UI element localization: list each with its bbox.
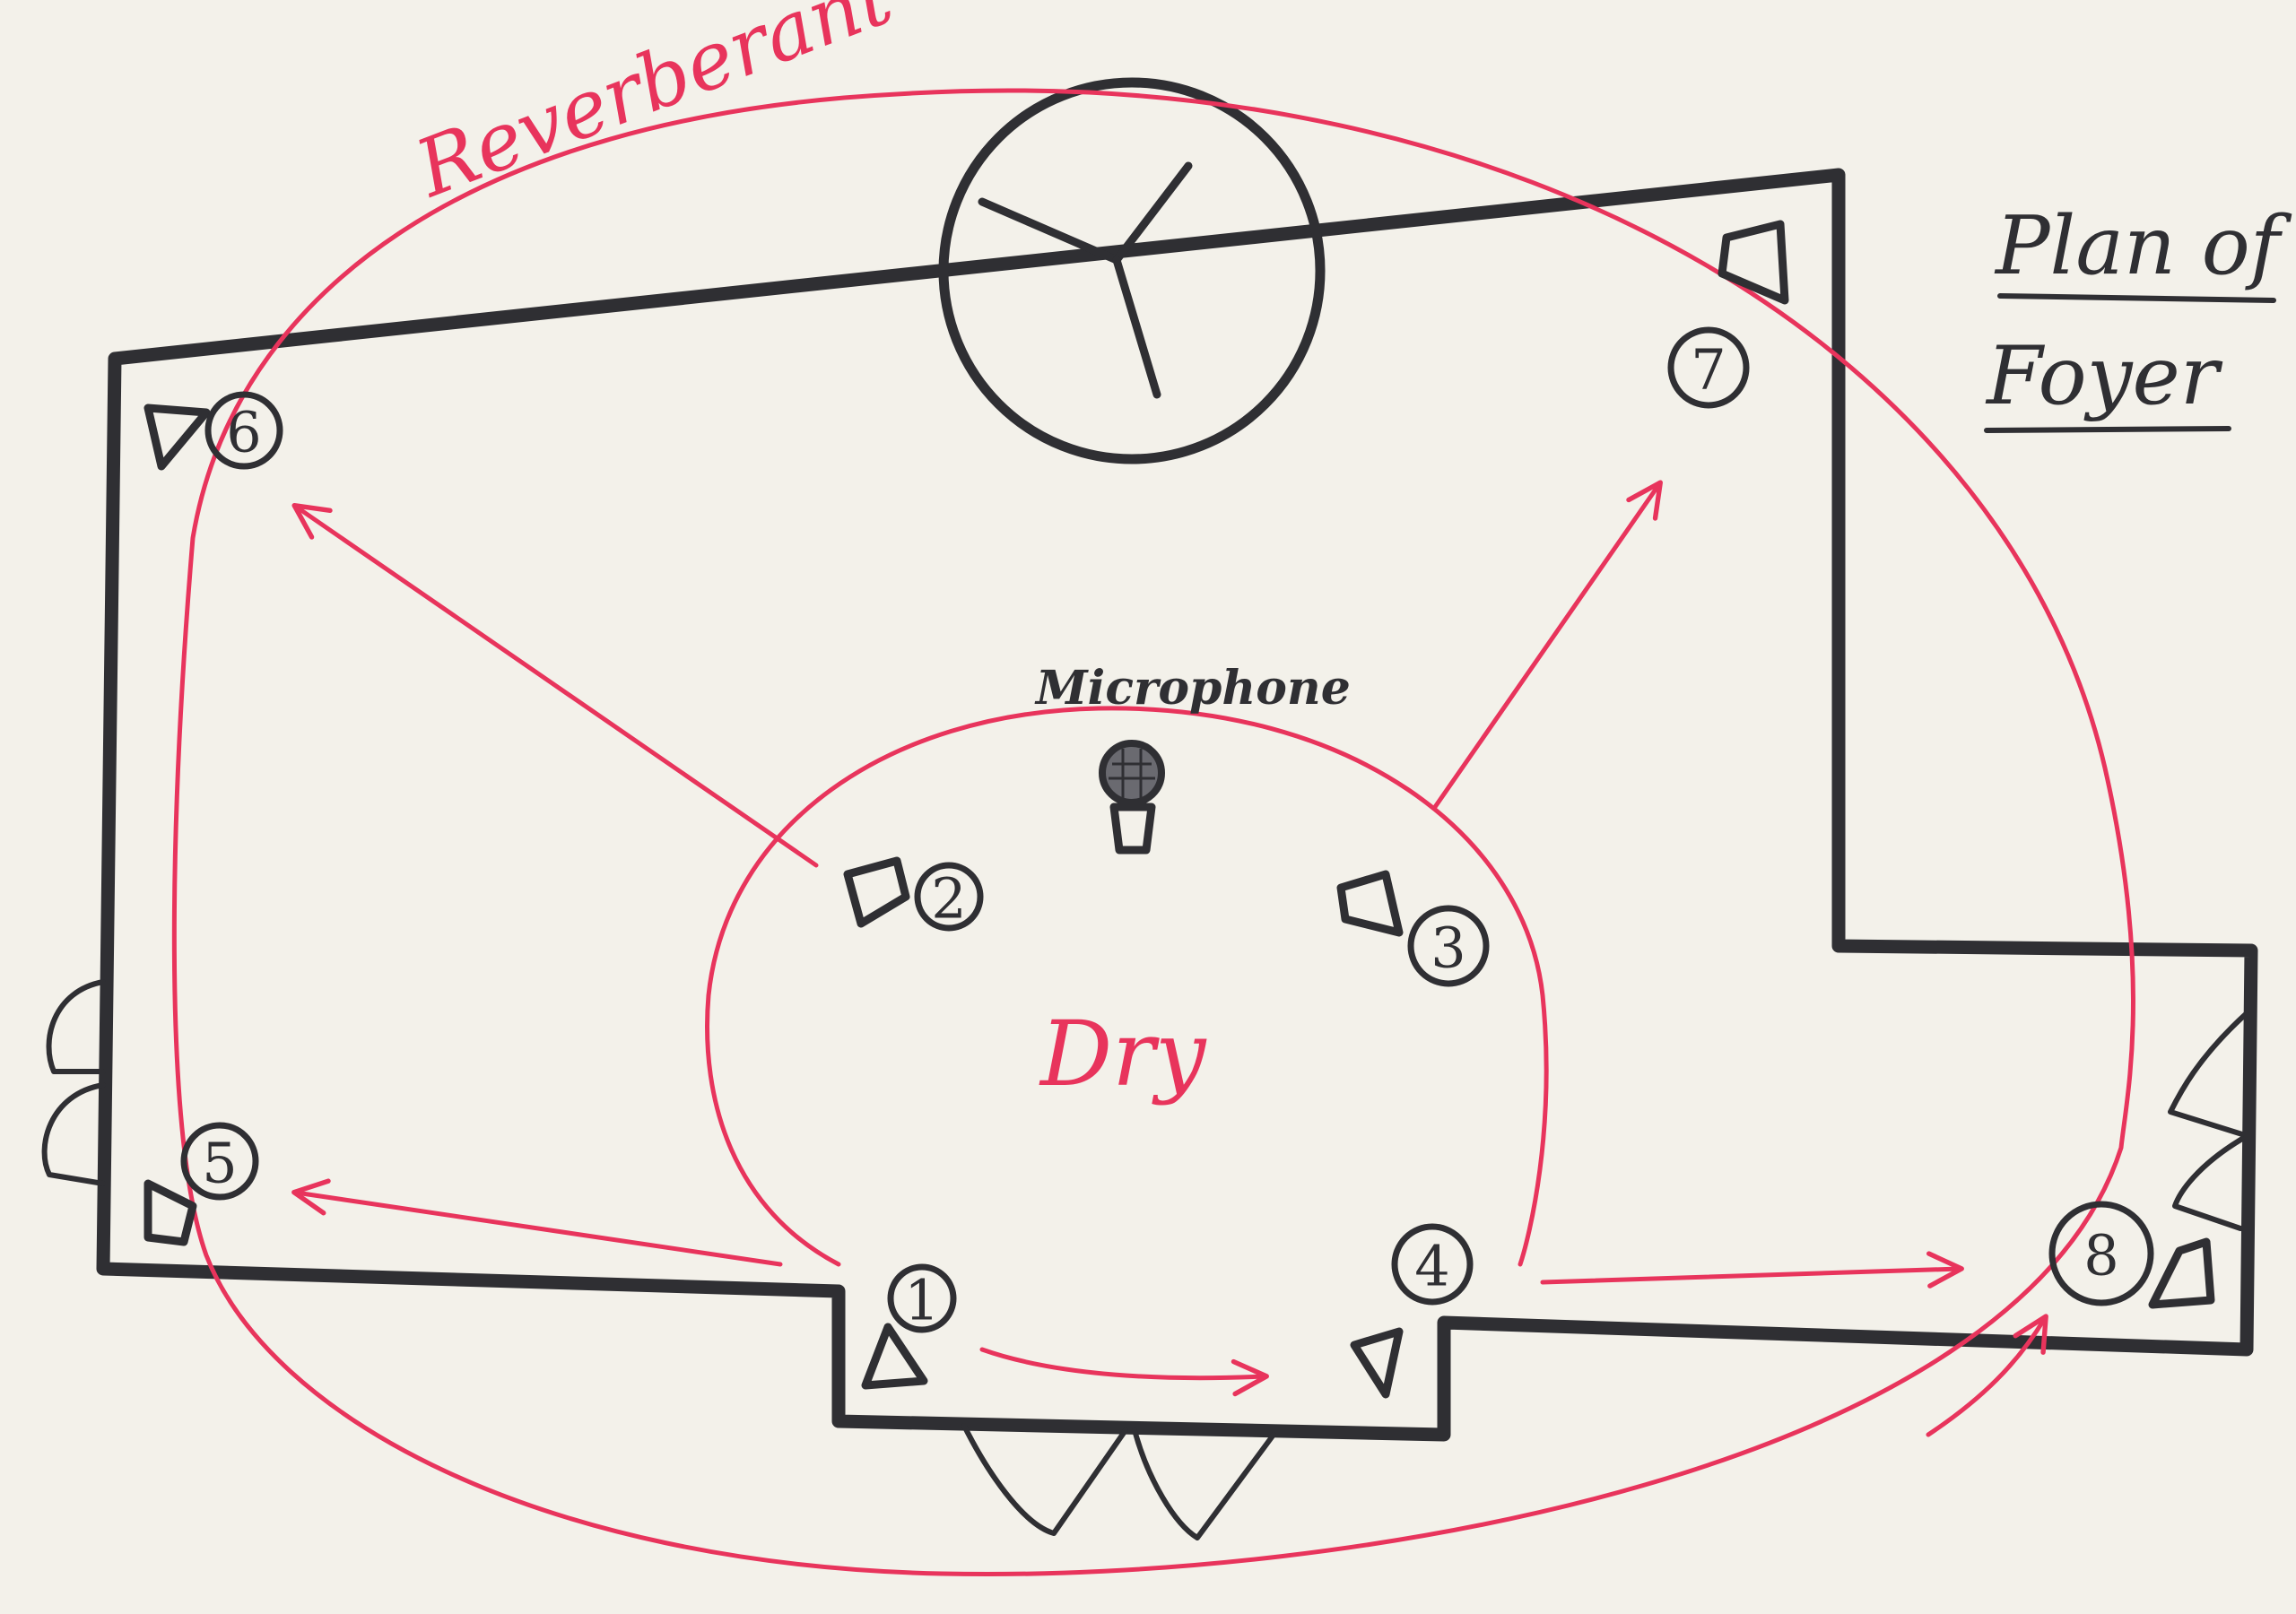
speaker-1-number: 1 — [904, 1268, 939, 1333]
speaker-6-icon — [144, 404, 211, 471]
speaker-6-marker: 6 — [204, 391, 283, 470]
speaker-5-icon — [144, 1179, 197, 1246]
speaker-4-icon — [1350, 1327, 1404, 1399]
speaker-7-icon — [1718, 220, 1789, 305]
speaker-8-number: 8 — [2083, 1223, 2118, 1289]
arrow-1-to-5 — [291, 1178, 783, 1267]
speaker-1-icon — [861, 1323, 928, 1390]
speaker-3-marker: 3 — [1407, 905, 1490, 987]
reverberant-zone-outline — [171, 88, 2135, 1576]
plan-title: Plan of Foyer — [1984, 199, 2292, 433]
clock-icon — [938, 77, 1326, 464]
speaker-8-icon — [2148, 1237, 2215, 1309]
plan-title-line-2: Foyer — [1985, 329, 2223, 423]
arrow-4-to-8 — [1540, 1251, 1964, 1289]
arrow-1-to-4 — [979, 1347, 1269, 1397]
bottom-wall-doors — [961, 1423, 1276, 1540]
speaker-6-number: 6 — [226, 400, 261, 465]
plan-title-line-1: Plan of — [1994, 199, 2292, 293]
left-wall-doors — [41, 979, 106, 1186]
speaker-5-marker: 5 — [180, 1122, 259, 1201]
speaker-4-marker: 4 — [1391, 1223, 1474, 1306]
speaker-1-marker: 1 — [887, 1263, 957, 1333]
plan-title-underline-2 — [1984, 426, 2231, 433]
microphone-icon — [1099, 740, 1165, 855]
reverberant-label: Reverberant — [403, 0, 905, 215]
plan-title-underline-1 — [1997, 293, 2276, 303]
speaker-7-marker: 7 — [1667, 326, 1750, 409]
arrow-2-to-6 — [291, 503, 819, 868]
speaker-2-marker: 2 — [914, 862, 984, 932]
room-walls — [96, 168, 2258, 1442]
speaker-2-number: 2 — [931, 866, 966, 932]
arrow-3-to-7 — [1432, 480, 1663, 810]
speaker-3-icon — [1336, 870, 1404, 937]
dry-label: Dry — [1039, 1002, 1207, 1106]
speaker-5-number: 5 — [202, 1131, 237, 1196]
speaker-2-icon — [843, 856, 910, 928]
speaker-3-number: 3 — [1431, 915, 1465, 981]
speaker-7-number: 7 — [1691, 337, 1726, 403]
direction-arrows — [291, 480, 2048, 1437]
microphone-label: Microphone — [1034, 661, 1351, 716]
right-wall-doors — [2168, 1011, 2249, 1231]
speaker-8-marker: 8 — [2048, 1201, 2154, 1306]
arrow-reverb-to-8 — [1926, 1314, 2048, 1437]
dry-zone-outline — [705, 706, 1549, 1267]
speaker-4-number: 4 — [1414, 1234, 1449, 1299]
